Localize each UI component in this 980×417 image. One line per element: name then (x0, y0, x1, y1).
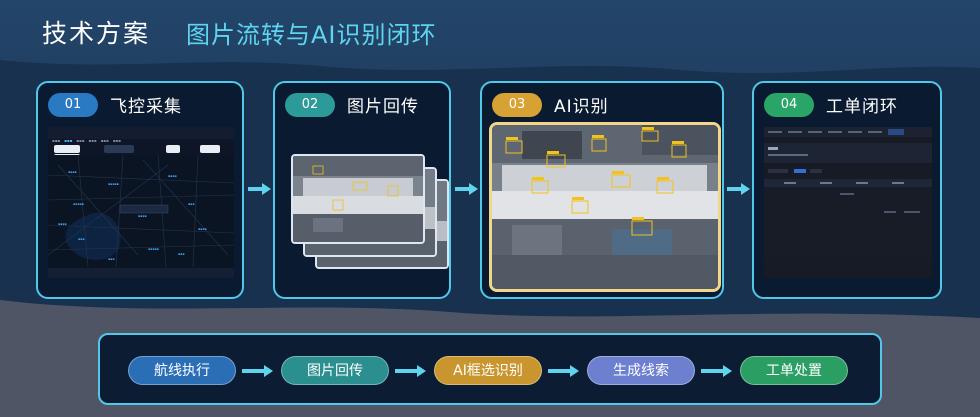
card-ticket-loop: 04 工单闭环 (752, 81, 942, 299)
card-flight-control: 01 飞控采集 ▪▪▪▪▪▪▪▪▪▪▪▪▪▪▪▪▪▪ ▪▪▪▪▪▪▪▪▪▪▪▪▪… (36, 81, 244, 299)
flow-step-ticket: 工单处置 (740, 356, 848, 385)
card-title: 飞控采集 (110, 97, 182, 117)
step-number-badge: 01 (48, 92, 98, 117)
flow-step-ai-box: AI框选识别 (434, 356, 542, 385)
svg-text:▪▪▪: ▪▪▪ (188, 202, 194, 206)
arrow-right-icon (395, 365, 426, 377)
aerial-photo (291, 154, 425, 244)
svg-text:▪▪▪: ▪▪▪ (178, 252, 184, 256)
city-map: ▪▪▪▪▪▪▪▪▪▪▪▪▪ ▪▪▪▪▪▪▪▪▪▪▪▪ ▪▪▪▪▪▪▪▪▪▪▪▪ … (48, 155, 234, 267)
svg-text:▪▪▪▪▪: ▪▪▪▪▪ (148, 247, 159, 251)
map-bottom-bar: ▪▪▪▪▪▪▪▪▪▪▪▪▪▪▪▪▪▪▪▪▪ (48, 268, 234, 278)
card-image-return: 02 图片回传 (273, 81, 451, 299)
card-title: 工单闭环 (826, 97, 898, 117)
card-ai-recognition: 03 AI识别 (480, 81, 724, 299)
arrow-right-icon (727, 183, 750, 195)
svg-text:▪▪▪▪: ▪▪▪▪ (198, 227, 207, 231)
svg-text:▪▪▪▪: ▪▪▪▪ (168, 174, 177, 178)
arrow-right-icon (248, 183, 271, 195)
card-title: AI识别 (554, 97, 609, 117)
svg-text:▪▪▪▪: ▪▪▪▪ (58, 222, 67, 226)
flow-step-route: 航线执行 (128, 356, 236, 385)
arrow-right-icon (701, 365, 732, 377)
ticket-screenshot (764, 127, 932, 278)
arrow-right-icon (548, 365, 579, 377)
svg-text:▪▪▪▪▪: ▪▪▪▪▪ (73, 202, 84, 206)
svg-text:▪▪▪▪▪: ▪▪▪▪▪ (108, 182, 119, 186)
step-number-badge: 04 (764, 92, 814, 117)
page-subtitle: 图片流转与AI识别闭环 (186, 21, 437, 49)
svg-text:▪▪▪: ▪▪▪ (78, 237, 84, 241)
arrow-right-icon (242, 365, 273, 377)
step-number-badge: 02 (285, 92, 335, 117)
flow-bar: 航线执行 图片回传 AI框选识别 生成线索 工单处置 (98, 333, 882, 405)
flow-step-image-return: 图片回传 (281, 356, 389, 385)
svg-text:▪▪▪: ▪▪▪ (108, 257, 114, 261)
ai-annotated-photo (489, 122, 721, 292)
arrow-right-icon (455, 183, 478, 195)
step-number-badge: 03 (492, 92, 542, 117)
card-title: 图片回传 (347, 97, 419, 117)
flow-step-clue: 生成线索 (587, 356, 695, 385)
page-title: 技术方案 (42, 19, 151, 48)
map-screenshot: ▪▪▪▪▪▪▪▪▪▪▪▪▪▪▪▪▪▪ ▪▪▪▪▪▪▪▪▪▪▪▪▪ ▪▪▪▪▪▪▪… (48, 127, 234, 278)
svg-text:▪▪▪▪: ▪▪▪▪ (68, 170, 77, 174)
svg-text:▪▪▪▪: ▪▪▪▪ (138, 214, 147, 218)
map-nav-bar: ▪▪▪▪▪▪▪▪▪▪▪▪▪▪▪▪▪▪ (48, 127, 234, 143)
